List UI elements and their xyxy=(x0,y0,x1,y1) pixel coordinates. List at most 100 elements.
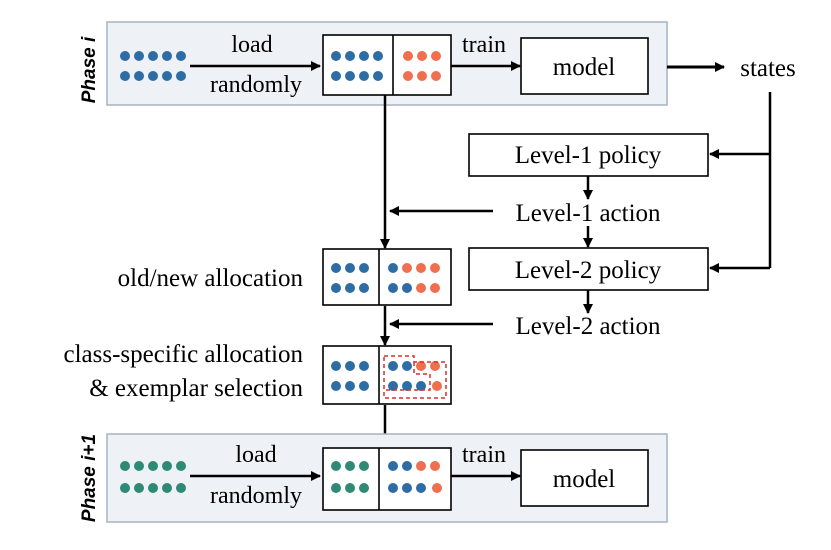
old-class-dot xyxy=(402,483,412,493)
phase-i-randomly-label: randomly xyxy=(210,72,302,98)
data-sample-dot xyxy=(120,51,130,61)
data-sample-dot xyxy=(148,51,158,61)
data-sample-dot xyxy=(134,483,144,493)
old-class-dot xyxy=(388,263,398,273)
old-class-dot xyxy=(359,263,369,273)
class-specific-label-line1: class-specific allocation xyxy=(64,341,304,368)
new-class-dot xyxy=(417,71,427,81)
new-class-dot xyxy=(403,71,413,81)
old-class-dot xyxy=(331,71,341,81)
next-class-dot xyxy=(359,461,369,471)
old-class-dot xyxy=(373,71,383,81)
phase-i-memory-box xyxy=(322,34,452,96)
new-class-dot xyxy=(417,51,427,61)
new-class-dot xyxy=(431,71,441,81)
old-class-dot xyxy=(331,381,341,391)
phase-i1-model-box xyxy=(520,449,649,507)
data-sample-dot xyxy=(162,51,172,61)
new-class-dot xyxy=(430,361,440,371)
next-class-dot xyxy=(345,461,355,471)
old-class-dot xyxy=(359,51,369,61)
phase-i1-load-label: load xyxy=(235,442,276,468)
old-class-dot xyxy=(416,483,426,493)
old-class-dot xyxy=(359,71,369,81)
old-class-dot xyxy=(388,461,398,471)
old-class-dot xyxy=(331,361,341,371)
phase-i1-data-dots xyxy=(120,461,186,493)
new-class-dot xyxy=(430,461,440,471)
level2-action-label: Level-2 action xyxy=(515,313,661,340)
old-class-dot xyxy=(359,283,369,293)
new-class-dot xyxy=(402,263,412,273)
next-class-dot xyxy=(331,483,341,493)
data-sample-dot xyxy=(162,71,172,81)
level1-policy-label: Level-1 policy xyxy=(515,142,662,169)
new-class-dot xyxy=(430,263,440,273)
old-new-allocation-box xyxy=(322,248,452,306)
new-class-dot xyxy=(416,461,426,471)
old-class-dot xyxy=(416,381,426,391)
phase-i-data-dots xyxy=(120,51,186,81)
data-sample-dot xyxy=(134,461,144,471)
old-class-dot xyxy=(388,483,398,493)
data-sample-dot xyxy=(120,461,130,471)
old-class-dot xyxy=(402,283,412,293)
data-sample-dot xyxy=(120,71,130,81)
next-class-dot xyxy=(331,461,341,471)
level1-policy-box xyxy=(468,133,709,177)
new-class-dot xyxy=(432,483,442,493)
data-sample-dot xyxy=(148,483,158,493)
phase-i-model-box xyxy=(520,37,649,95)
next-class-dot xyxy=(359,483,369,493)
new-class-dot xyxy=(416,283,426,293)
new-class-dot xyxy=(430,283,440,293)
data-sample-dot xyxy=(148,71,158,81)
class-specific-label-line2: & exemplar selection xyxy=(89,375,303,402)
data-sample-dot xyxy=(120,483,130,493)
data-sample-dot xyxy=(134,71,144,81)
old-class-dot xyxy=(359,381,369,391)
phase-i1-memory-box xyxy=(322,447,452,511)
old-class-dot xyxy=(331,283,341,293)
old-class-dot xyxy=(402,461,412,471)
data-sample-dot xyxy=(162,461,172,471)
new-class-dot xyxy=(416,361,426,371)
phase-i-model-label: model xyxy=(553,54,616,81)
old-class-dot xyxy=(345,381,355,391)
old-new-allocation-label: old/new allocation xyxy=(118,265,304,292)
old-class-dot xyxy=(359,361,369,371)
next-class-dot xyxy=(345,483,355,493)
phase-i1-randomly-label: randomly xyxy=(210,483,302,509)
old-class-dot xyxy=(345,361,355,371)
old-class-dot xyxy=(345,71,355,81)
old-class-dot xyxy=(388,283,398,293)
new-class-dot xyxy=(431,51,441,61)
data-sample-dot xyxy=(134,51,144,61)
old-class-dot xyxy=(331,263,341,273)
data-sample-dot xyxy=(176,71,186,81)
phase-i1-model-label: model xyxy=(553,466,616,493)
old-class-dot xyxy=(331,51,341,61)
new-class-dot xyxy=(416,263,426,273)
phase-i1-train-label: train xyxy=(462,442,506,468)
old-class-dot xyxy=(388,361,398,371)
data-sample-dot xyxy=(176,51,186,61)
phase-i1-label: Phase i+1 xyxy=(79,434,100,522)
data-sample-dot xyxy=(148,461,158,471)
old-class-dot xyxy=(373,51,383,61)
new-class-dot xyxy=(432,381,442,391)
new-class-dot xyxy=(403,51,413,61)
level1-action-label: Level-1 action xyxy=(515,200,661,227)
data-sample-dot xyxy=(162,483,172,493)
old-class-dot xyxy=(345,51,355,61)
phase-i-label: Phase i xyxy=(79,36,100,103)
old-class-dot xyxy=(345,263,355,273)
phase-i-load-label: load xyxy=(231,32,272,58)
old-class-dot xyxy=(388,381,398,391)
class-specific-allocation-box xyxy=(322,345,452,405)
data-sample-dot xyxy=(176,483,186,493)
old-class-dot xyxy=(402,381,412,391)
old-class-dot xyxy=(402,361,412,371)
data-sample-dot xyxy=(176,461,186,471)
